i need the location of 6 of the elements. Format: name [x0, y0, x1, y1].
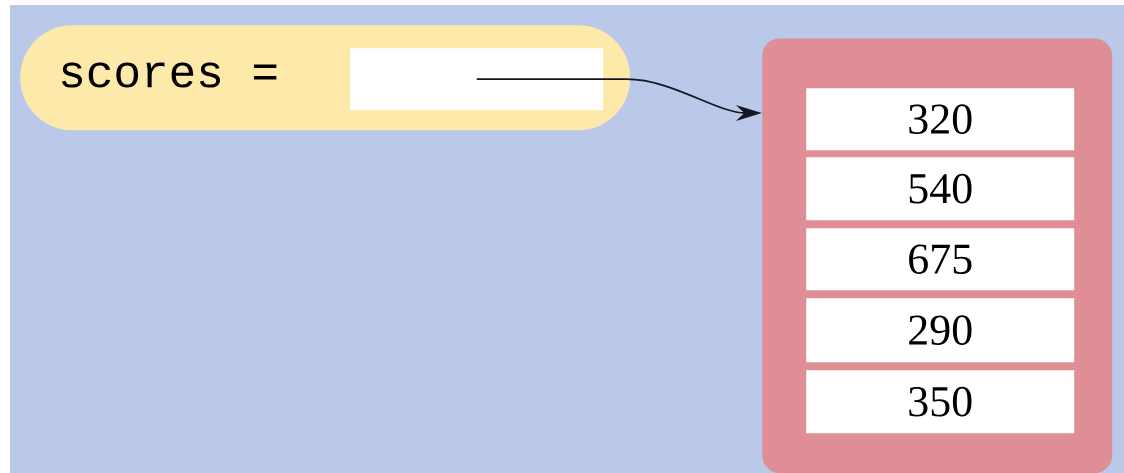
reference-slot: [350, 48, 604, 111]
array-cell: 290: [806, 298, 1075, 363]
array-cell: 320: [806, 88, 1075, 151]
array-cell: 350: [806, 370, 1075, 434]
array-cell: 675: [806, 228, 1075, 291]
array-cell: 540: [806, 157, 1075, 221]
